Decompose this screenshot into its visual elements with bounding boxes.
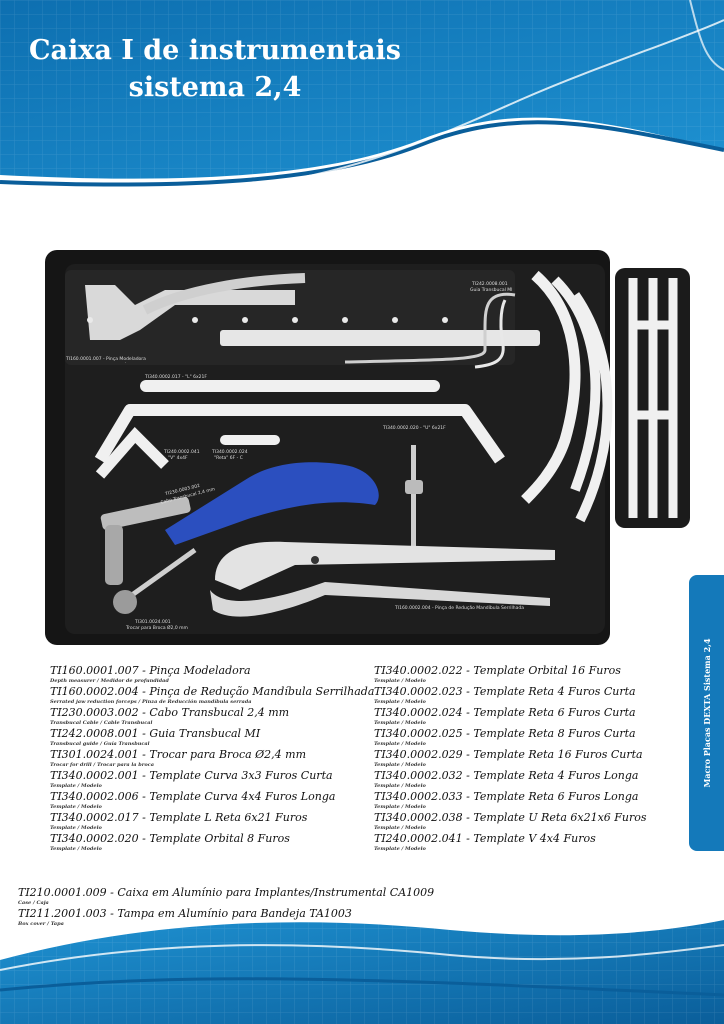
list-item: TI340.0002.024 - Template Reta 6 Furos C…	[374, 706, 636, 726]
list-item: TI340.0002.022 - Template Orbital 16 Fur…	[374, 664, 621, 684]
page-title-line-1: Caixa I de instrumentais	[29, 35, 401, 66]
photo-label-reduction-forceps: TI160.0002.004 - Pinça de Redução Mandíb…	[395, 606, 525, 611]
photo-label-template-041-b: "V" 4x4F	[168, 456, 188, 461]
list-item: TI340.0002.001 - Template Curva 3x3 Furo…	[50, 769, 333, 789]
list-item: TI340.0002.023 - Template Reta 4 Furos C…	[374, 685, 636, 705]
photo-label-trocar: TI301.0024.001	[135, 620, 171, 625]
list-item: TI211.2001.003 - Tampa em Alumínio para …	[18, 907, 352, 927]
page-title: Caixa I de instrumentais sistema 2,4	[0, 32, 430, 106]
list-item: TI160.0002.004 - Pinça de Redução Mandíb…	[50, 685, 375, 705]
list-item: TI340.0002.038 - Template U Reta 6x21x6 …	[374, 811, 647, 831]
list-item: TI340.0002.029 - Template Reta 16 Furos …	[374, 748, 643, 768]
photo-label-template-041: TI240.0002.041	[164, 450, 200, 455]
photo-label-plier: TI160.0001.007 - Pinça Modeladora	[66, 357, 146, 362]
side-tab-label: Macro Placas DEXTA Sistema 2,4	[701, 638, 712, 788]
photo-label-template-024: TI340.0002.024	[212, 450, 248, 455]
list-item: TI340.0002.006 - Template Curva 4x4 Furo…	[50, 790, 336, 810]
photo-label-template-020: TI340.0002.020 - "U" 6x21F	[383, 426, 446, 431]
item-list-bottom: TI210.0001.009 - Caixa em Alumínio para …	[18, 886, 434, 928]
list-item: TI340.0002.017 - Template L Reta 6x21 Fu…	[50, 811, 308, 831]
svg-text:.: .	[125, 360, 126, 365]
side-section-tab: Macro Placas DEXTA Sistema 2,4	[689, 575, 724, 851]
list-item: TI210.0001.009 - Caixa em Alumínio para …	[18, 886, 435, 906]
photo-label-template-024-b: "Reta" 6F - C	[214, 456, 243, 461]
photo-label-guide-2: Guia Transbucal MI	[470, 288, 513, 293]
item-list-right: TI340.0002.022 - Template Orbital 16 Fur…	[374, 664, 647, 853]
footer-wave-banner	[0, 920, 724, 1024]
list-item: TI340.0002.032 - Template Reta 4 Furos L…	[374, 769, 639, 789]
photo-label-trocar-2: Trocar para Broca Ø2,0 mm	[126, 626, 188, 631]
list-item: TI340.0002.033 - Template Reta 6 Furos L…	[374, 790, 639, 810]
list-item: TI340.0002.020 - Template Orbital 8 Furo…	[50, 832, 290, 852]
photo-label-template-017: TI340.0002.017 - "L" 6x21F	[145, 375, 207, 380]
list-item: TI301.0024.001 - Trocar para Broca Ø2,4 …	[50, 748, 307, 768]
header-wave-banner	[0, 0, 724, 191]
photo-label-guide: TI242.0008.001	[472, 282, 508, 287]
page-title-line-2: sistema 2,4	[128, 72, 302, 103]
instrument-tray-photo: .	[45, 250, 690, 645]
list-item: TI340.0002.025 - Template Reta 8 Furos C…	[374, 727, 636, 747]
